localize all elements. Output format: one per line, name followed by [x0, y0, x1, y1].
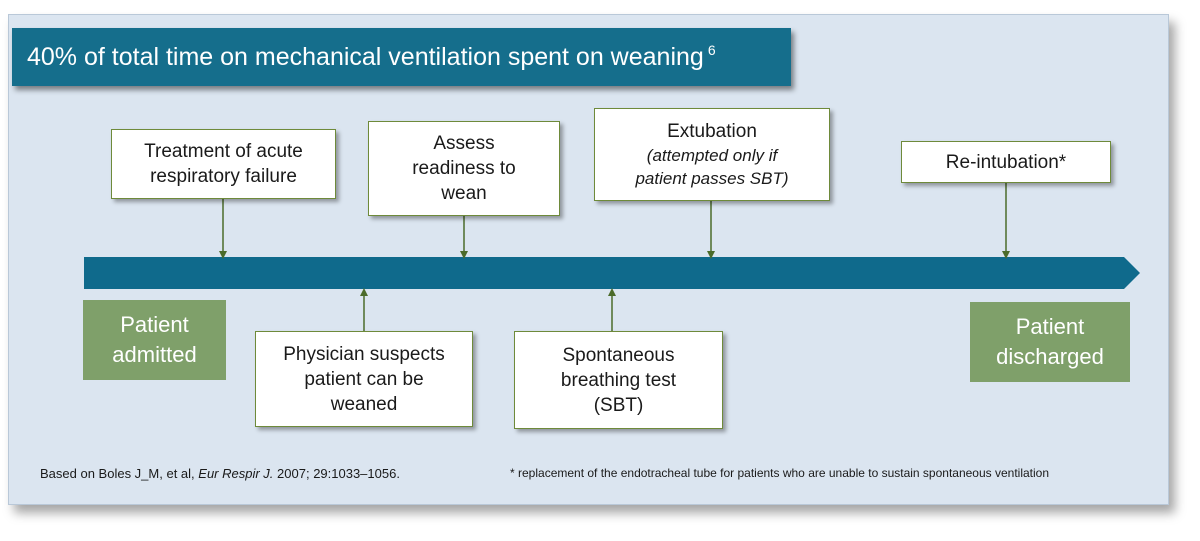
patient-admitted-line1: Patient: [120, 312, 189, 337]
timeline-arrow-bar: [84, 257, 1140, 289]
citation: Based on Boles J_M, et al, Eur Respir J.…: [40, 466, 400, 481]
step-physician-line3: weaned: [330, 393, 398, 415]
step-assess-line3: wean: [441, 183, 487, 204]
step-extubation-line1: Extubation: [667, 121, 757, 142]
step-sbt-line2: breathing test: [560, 369, 677, 391]
step-treatment-line1: Treatment of acute: [144, 141, 303, 162]
step-assess-line2: readiness to: [412, 158, 516, 179]
step-treatment-line2: respiratory failure: [150, 166, 297, 187]
step-assess-box: Assess readiness to wean: [368, 121, 560, 216]
step-extubation-note1: (attempted only if: [646, 146, 778, 165]
step-sbt-line1: Spontaneous: [562, 344, 675, 366]
patient-discharged-box: Patient discharged: [970, 302, 1130, 382]
step-extubation-note2: patient passes SBT): [635, 169, 789, 188]
step-reintubation-line1: Re-intubation*: [945, 151, 1067, 173]
patient-admitted-line2: admitted: [112, 342, 197, 367]
step-physician-line2: patient can be: [304, 368, 424, 390]
step-physician-box: Physician suspects patient can be weaned: [255, 331, 473, 427]
patient-discharged-line1: Patient: [1015, 314, 1085, 339]
step-extubation-box: Extubation (attempted only if patient pa…: [594, 108, 830, 201]
step-physician-line1: Physician suspects: [283, 343, 445, 365]
citation-journal: Eur Respir J.: [198, 466, 274, 481]
citation-prefix: Based on Boles J_M, et al,: [40, 466, 195, 481]
citation-suffix: 2007; 29:1033–1056.: [277, 466, 400, 481]
step-sbt-line3: (SBT): [593, 394, 644, 416]
headline-banner: 40% of total time on mechanical ventilat…: [12, 28, 791, 86]
patient-admitted-box: Patient admitted: [83, 300, 226, 380]
step-sbt-box: Spontaneous breathing test (SBT): [514, 331, 723, 429]
step-assess-line1: Assess: [433, 133, 495, 154]
step-reintubation-box: Re-intubation*: [901, 141, 1111, 183]
headline-reference: 6: [707, 42, 716, 58]
patient-discharged-line2: discharged: [996, 344, 1104, 369]
footnote: * replacement of the endotracheal tube f…: [510, 466, 1050, 480]
step-treatment-box: Treatment of acute respiratory failure: [111, 129, 336, 199]
headline-text: 40% of total time on mechanical ventilat…: [27, 42, 704, 71]
